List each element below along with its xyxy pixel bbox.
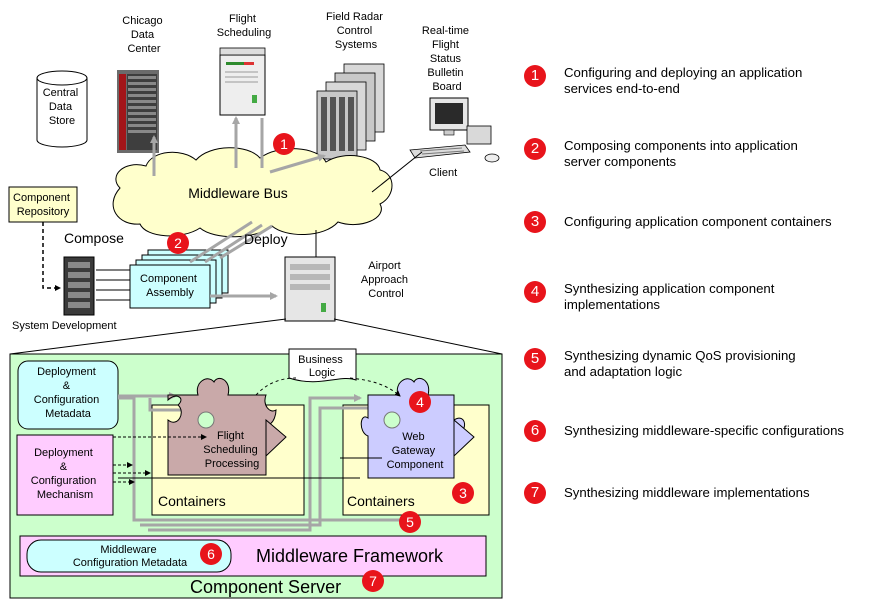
bus-to-client-line bbox=[371, 151, 423, 193]
web-gateway-label: Web Gateway Component bbox=[387, 431, 444, 471]
step-3-badge: 3 bbox=[524, 211, 546, 233]
system-development-label: System Development bbox=[12, 320, 117, 332]
field-radar-label: Field Radar Control Systems bbox=[326, 11, 386, 51]
svg-text:6: 6 bbox=[207, 546, 215, 562]
flight-scheduling-processing-label: Flight Scheduling Processing bbox=[203, 430, 261, 470]
business-logic-dash-left bbox=[255, 377, 297, 396]
step-6-badge: 6 bbox=[524, 420, 546, 442]
deploy-label: Deploy bbox=[244, 231, 288, 247]
dc-metadata-label: Deployment & Configuration Metadata bbox=[34, 366, 103, 420]
step-7-badge: 7 bbox=[524, 482, 546, 504]
web-gateway-component bbox=[360, 378, 475, 479]
component-repository-box bbox=[8, 186, 78, 223]
component-repository-label: Component Repository bbox=[13, 192, 73, 218]
client-label: Client bbox=[429, 167, 457, 179]
zoom-line-right bbox=[333, 318, 503, 355]
step-6-text: Synthesizing middleware-specific configu… bbox=[564, 423, 845, 438]
bus-to-radar-arrow bbox=[269, 153, 326, 174]
airport-approach-server-icon bbox=[284, 256, 336, 322]
badge-6: 6 bbox=[200, 543, 222, 565]
containers-left-label: Containers bbox=[158, 493, 226, 509]
compose-label: Compose bbox=[64, 230, 124, 246]
badge-5: 5 bbox=[399, 511, 421, 533]
system-development-server-icon bbox=[63, 256, 95, 316]
step-5-badge: 5 bbox=[524, 348, 546, 370]
qos-flow-lines bbox=[118, 392, 400, 532]
flight-scheduling-component bbox=[167, 378, 287, 476]
containers-right-label: Containers bbox=[347, 493, 415, 509]
svg-text:4: 4 bbox=[416, 394, 424, 410]
badge-1: 1 bbox=[273, 133, 295, 155]
middleware-config-metadata-label: Middleware Configuration Metadata bbox=[73, 544, 188, 569]
assembly-to-bus-3 bbox=[219, 224, 273, 260]
flight-scheduling-server-icon bbox=[219, 47, 266, 116]
zoom-line-left bbox=[9, 318, 287, 355]
badge-3: 3 bbox=[452, 482, 474, 504]
step-1-badge: 1 bbox=[524, 65, 546, 87]
step-4-badge: 4 bbox=[524, 281, 546, 303]
middleware-config-metadata-box bbox=[26, 539, 232, 573]
component-server-label: Component Server bbox=[190, 577, 341, 597]
dc-mechanism-label: Deployment & Configuration Mechanism bbox=[31, 447, 100, 501]
dc-mechanism-box bbox=[16, 434, 114, 516]
business-logic-dash-right bbox=[349, 377, 401, 397]
assembly-to-bus-2 bbox=[204, 223, 263, 264]
assembly-to-bus-1 bbox=[189, 220, 253, 264]
step-7-text: Synthesizing middleware implementations bbox=[564, 485, 810, 500]
chicago-data-center-label: Chicago Data Center bbox=[122, 15, 165, 55]
svg-text:3: 3 bbox=[459, 485, 467, 501]
mechanism-dashed-arrows bbox=[113, 434, 207, 485]
status-board-label: Real-time Flight Status Bulletin Board bbox=[422, 25, 472, 93]
badge-4: 4 bbox=[409, 391, 431, 413]
step-2-badge: 2 bbox=[524, 138, 546, 160]
business-logic-label: Business Logic bbox=[298, 354, 346, 379]
airport-approach-label: Airport Approach Control bbox=[361, 260, 411, 300]
svg-text:5: 5 bbox=[406, 514, 414, 530]
client-computer-icon bbox=[409, 97, 500, 163]
svg-text:2: 2 bbox=[174, 235, 182, 251]
component-assembly-stack bbox=[129, 249, 229, 309]
middleware-bus-label: Middleware Bus bbox=[188, 185, 288, 201]
svg-text:1: 1 bbox=[280, 136, 288, 152]
step-3-text: Configuring application component contai… bbox=[564, 214, 832, 229]
step-1-text: Configuring and deploying an application… bbox=[564, 65, 803, 96]
field-radar-server-icon bbox=[316, 63, 385, 160]
central-data-store-icon bbox=[36, 70, 88, 148]
middleware-bus-cloud bbox=[112, 147, 393, 238]
component-assembly-label: Component Assembly bbox=[140, 273, 200, 299]
middleware-framework-label: Middleware Framework bbox=[256, 546, 444, 566]
flight-scheduling-label: Flight Scheduling bbox=[217, 13, 271, 39]
badge-7: 7 bbox=[362, 570, 384, 592]
repository-to-dev-arrow bbox=[42, 222, 61, 291]
svg-text:7: 7 bbox=[369, 573, 377, 589]
badge-2: 2 bbox=[167, 232, 189, 254]
step-legend: 1 Configuring and deploying an applicati… bbox=[524, 0, 895, 603]
central-data-store-label: Central Data Store bbox=[43, 87, 82, 127]
business-logic-note bbox=[288, 348, 357, 383]
